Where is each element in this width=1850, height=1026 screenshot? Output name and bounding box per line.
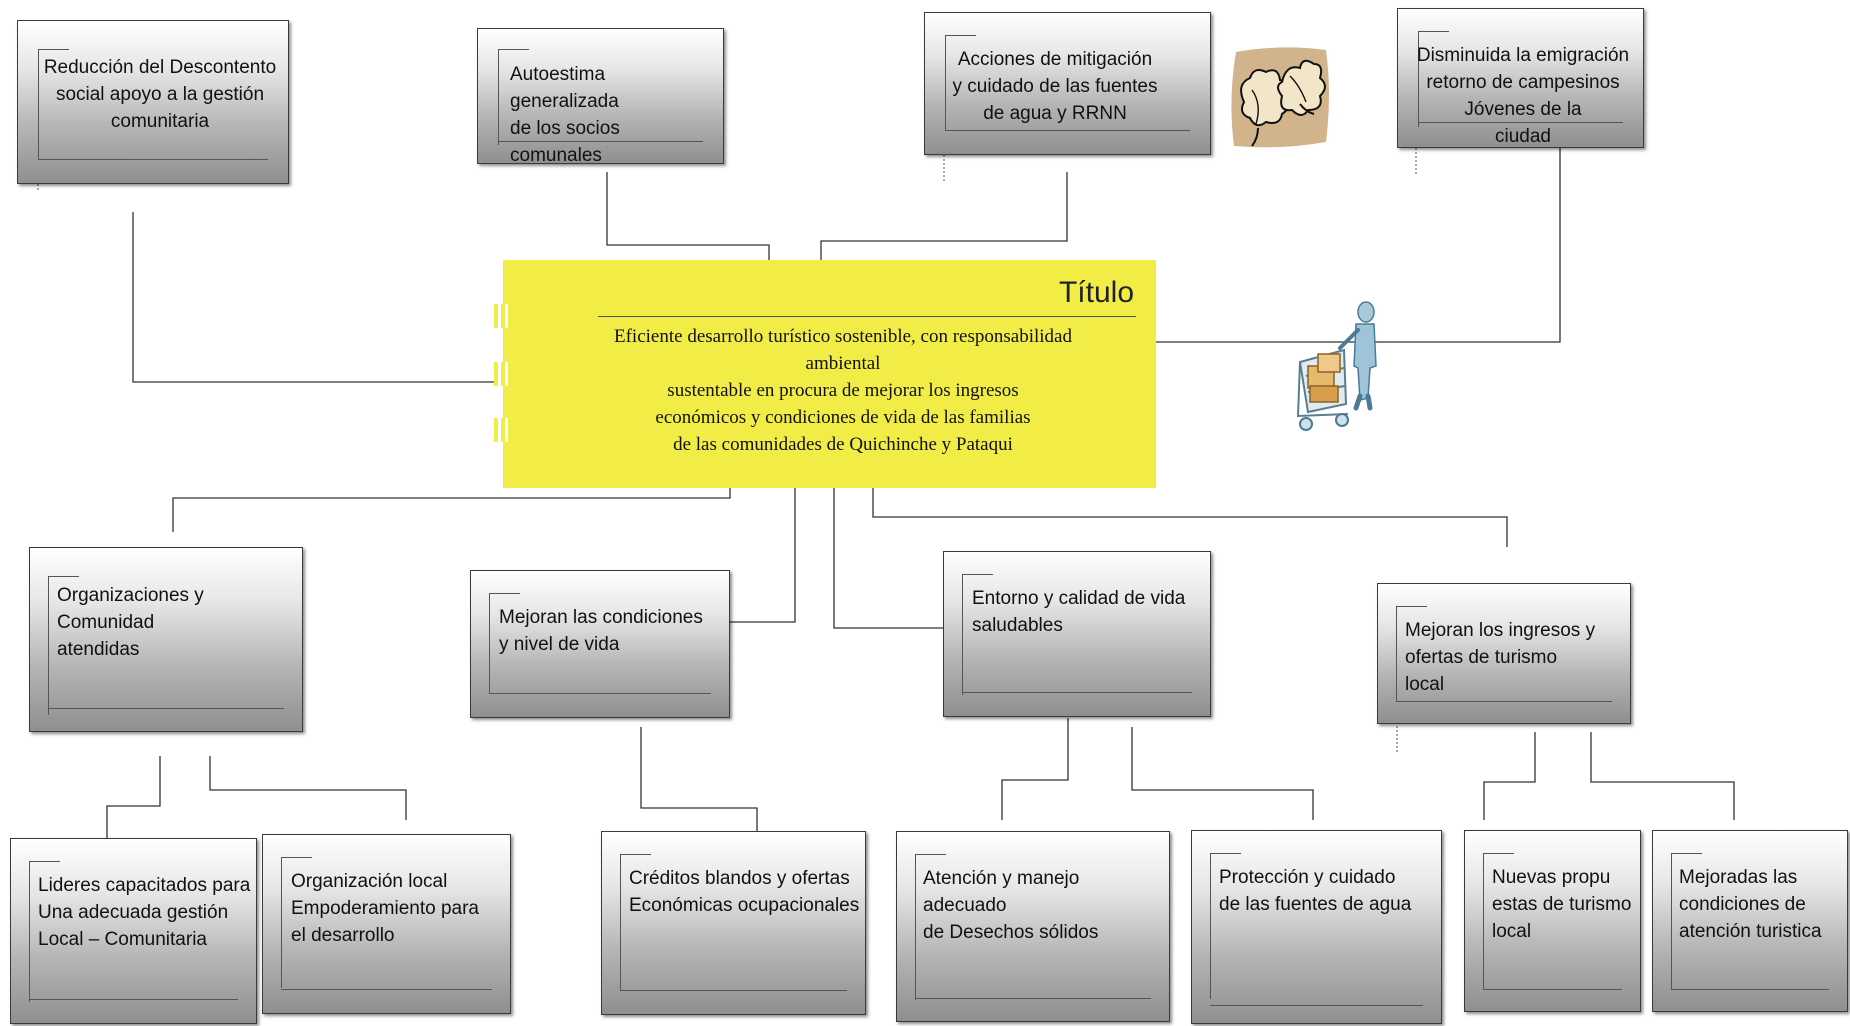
- box-text: Lideres capacitados para Una adecuada ge…: [38, 875, 251, 950]
- bottom-box-desechos: Atención y manejo adecuado de Desechos s…: [896, 831, 1170, 1022]
- box-text: Entorno y calidad de vida saludables: [972, 588, 1186, 636]
- connector: [132, 212, 498, 383]
- top-box-emigracion: Disminuida la emigración retorno de camp…: [1397, 8, 1644, 148]
- connector: [833, 475, 955, 629]
- box-text: Mejoradas las condiciones de atención tu…: [1679, 867, 1822, 942]
- box-text: Reducción del Descontento social apoyo a…: [43, 57, 277, 132]
- title-label: Título: [1058, 276, 1134, 309]
- mid-box-condiciones: Mejoran las condiciones y nivel de vida: [470, 570, 730, 718]
- top-box-descontento: Reducción del Descontento social apoyo a…: [17, 20, 289, 184]
- box-text: Protección y cuidado de las fuentes de a…: [1219, 867, 1412, 915]
- bottom-box-creditos: Créditos blandos y ofertas Económicas oc…: [601, 831, 866, 1015]
- bottom-box-atencion-turistica: Mejoradas las condiciones de atención tu…: [1652, 830, 1848, 1012]
- box-text: Créditos blandos y ofertas Económicas oc…: [629, 868, 860, 916]
- box-text: Disminuida la emigración retorno de camp…: [1416, 45, 1630, 147]
- mid-box-organizaciones: Organizaciones y Comunidad atendidas: [29, 547, 303, 732]
- connector: [1156, 148, 1561, 343]
- top-box-autoestima: Autoestima generalizada de los socios co…: [477, 28, 724, 166]
- title-box: Título Eficiente desarrollo turístico so…: [494, 260, 1156, 488]
- connector: [1001, 718, 1069, 820]
- box-text: Autoestima generalizada de los socios co…: [510, 64, 620, 166]
- title-rule: [598, 316, 1136, 317]
- box-text: Organizaciones y Comunidad atendidas: [57, 585, 204, 660]
- connector: [209, 756, 407, 820]
- connector: [106, 756, 161, 838]
- connector: [872, 467, 1508, 547]
- connector: [640, 727, 758, 834]
- connector: [1131, 727, 1314, 820]
- box-text: Atención y manejo adecuado de Desechos s…: [923, 868, 1099, 943]
- box-text: Organización local Empoderamiento para e…: [291, 871, 479, 946]
- top-box-mitigacion: Acciones de mitigación y cuidado de las …: [924, 12, 1211, 155]
- bottom-box-nuevas-propuestas: Nuevas propu estas de turismo local: [1464, 830, 1641, 1012]
- bottom-box-organizacion-local: Organización local Empoderamiento para e…: [262, 834, 511, 1014]
- mid-box-ingresos: Mejoran los ingresos y ofertas de turism…: [1377, 583, 1631, 724]
- leaves-icon: [1231, 47, 1329, 148]
- connector: [1590, 732, 1735, 820]
- box-text: Nuevas propu estas de turismo local: [1492, 867, 1632, 942]
- bottom-box-fuentes-agua: Protección y cuidado de las fuentes de a…: [1191, 830, 1442, 1024]
- connector: [820, 172, 1068, 275]
- box-text: Mejoran las condiciones y nivel de vida: [499, 607, 703, 655]
- box-text: Acciones de mitigación y cuidado de las …: [952, 49, 1158, 124]
- shopping-cart-person-icon: [1296, 301, 1377, 431]
- mid-box-entorno: Entorno y calidad de vida saludables: [943, 551, 1211, 717]
- connector: [1483, 732, 1536, 820]
- connector: [728, 483, 796, 623]
- box-text: Mejoran los ingresos y ofertas de turism…: [1405, 620, 1596, 695]
- bottom-box-lideres: Lideres capacitados para Una adecuada ge…: [10, 838, 257, 1024]
- title-body: Eficiente desarrollo turístico sostenibl…: [614, 326, 1072, 455]
